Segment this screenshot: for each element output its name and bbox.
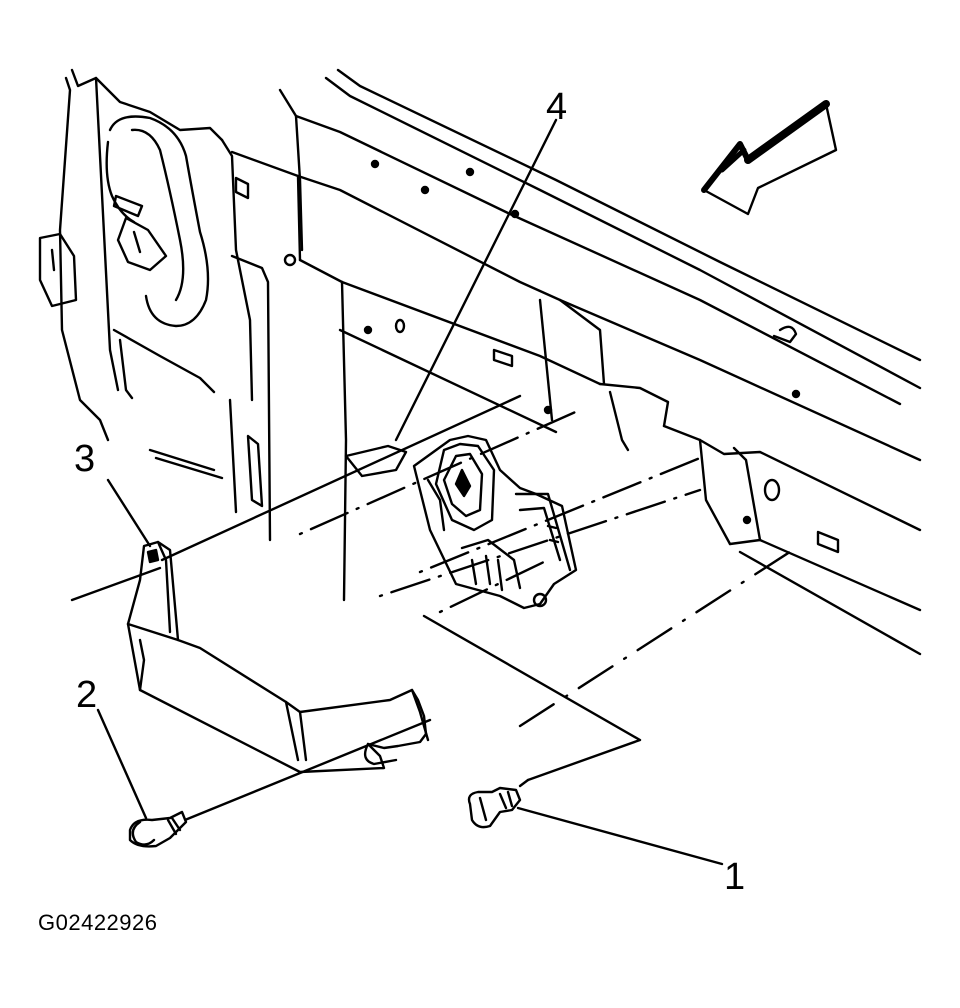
forward-direction-arrow-icon: [701, 100, 838, 216]
push-pin-retainer: [128, 810, 188, 848]
frame-rails: [278, 68, 922, 656]
callout-3: 3: [74, 438, 96, 480]
bolt: [467, 786, 522, 829]
figure-id-label: G02422926: [38, 910, 158, 935]
callout-4: 4: [546, 86, 568, 128]
callout-leaders: [96, 118, 724, 866]
splash-shield: [126, 540, 430, 774]
callout-1: 1: [724, 856, 746, 898]
alignment-lines: [70, 394, 798, 824]
callout-2: 2: [76, 674, 98, 716]
left-frame-structure: [38, 68, 302, 542]
